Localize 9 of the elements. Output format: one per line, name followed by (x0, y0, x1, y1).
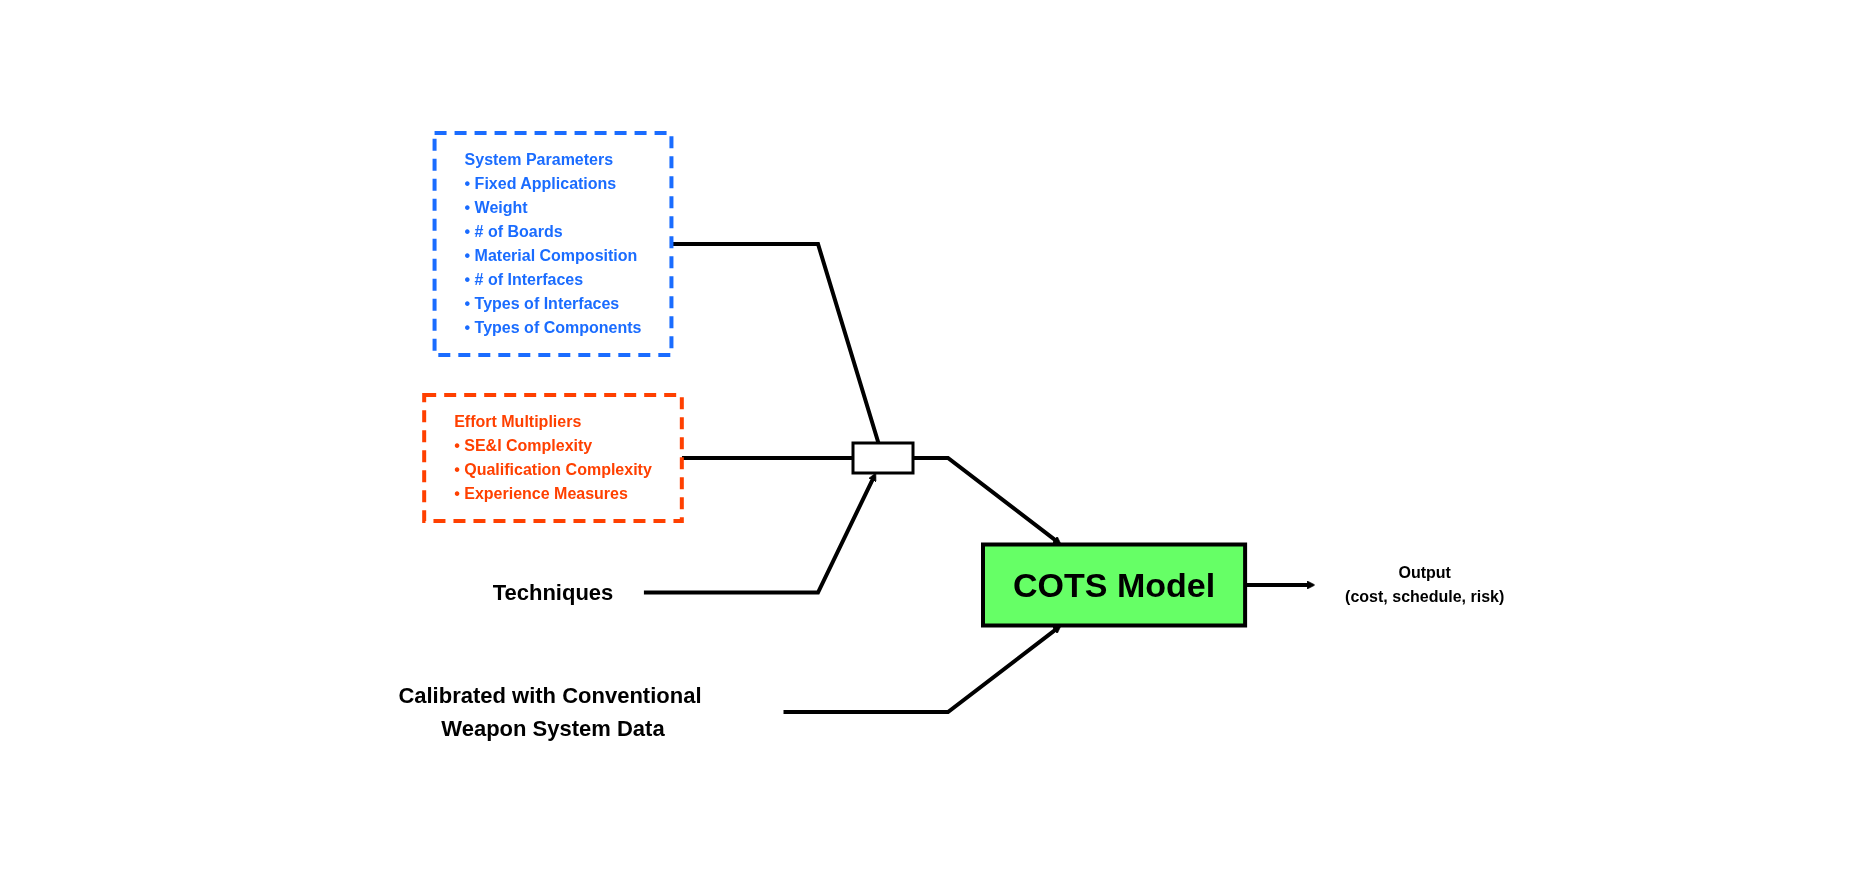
node-box (851, 441, 915, 475)
node-box: COTS Model (980, 542, 1247, 628)
arrow (782, 625, 1062, 714)
node-text: Techniques (492, 580, 614, 605)
node-text: Output (cost, schedule, risk) (1344, 564, 1505, 605)
node-box: Effort Multipliers • SE&I Complexity • Qualification Complexity • Experience Measures (422, 393, 684, 523)
node-text: Calibrated with Conventional Weapon System Data (398, 683, 702, 741)
node-box: System Parameters • Fixed Applications • Weight • # of Boards • Material Composition • # of Interfaces • Types of Interfaces • Types of Components (432, 131, 674, 357)
arrow (912, 456, 1062, 545)
